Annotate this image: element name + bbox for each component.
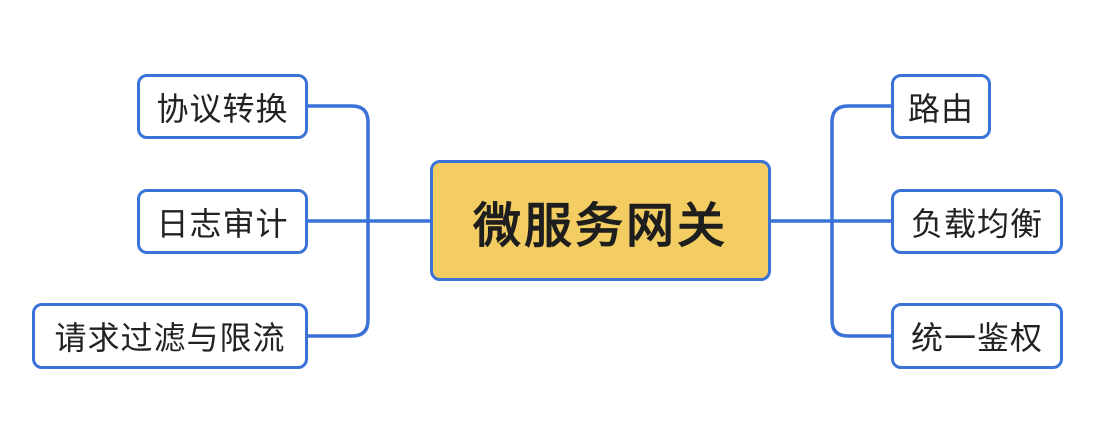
branch-label: 统一鉴权 — [910, 319, 1043, 357]
branch-node-unified-auth[interactable]: 统一鉴权 — [891, 303, 1063, 369]
central-topic-node[interactable]: 微服务网关 — [430, 160, 771, 281]
branch-node-load-balancing[interactable]: 负载均衡 — [891, 189, 1063, 254]
branch-node-protocol-conversion[interactable]: 协议转换 — [137, 74, 308, 139]
branch-node-log-audit[interactable]: 日志审计 — [137, 189, 308, 254]
branch-node-request-filter-rate-limit[interactable]: 请求过滤与限流 — [32, 303, 308, 369]
branch-label: 日志审计 — [156, 204, 289, 243]
branch-label: 协议转换 — [156, 89, 289, 128]
branch-label: 请求过滤与限流 — [54, 319, 286, 357]
central-topic-label: 微服务网关 — [472, 197, 728, 254]
branch-label: 路由 — [907, 89, 974, 128]
branch-label: 负载均衡 — [910, 204, 1043, 243]
branch-node-routing[interactable]: 路由 — [891, 74, 991, 139]
